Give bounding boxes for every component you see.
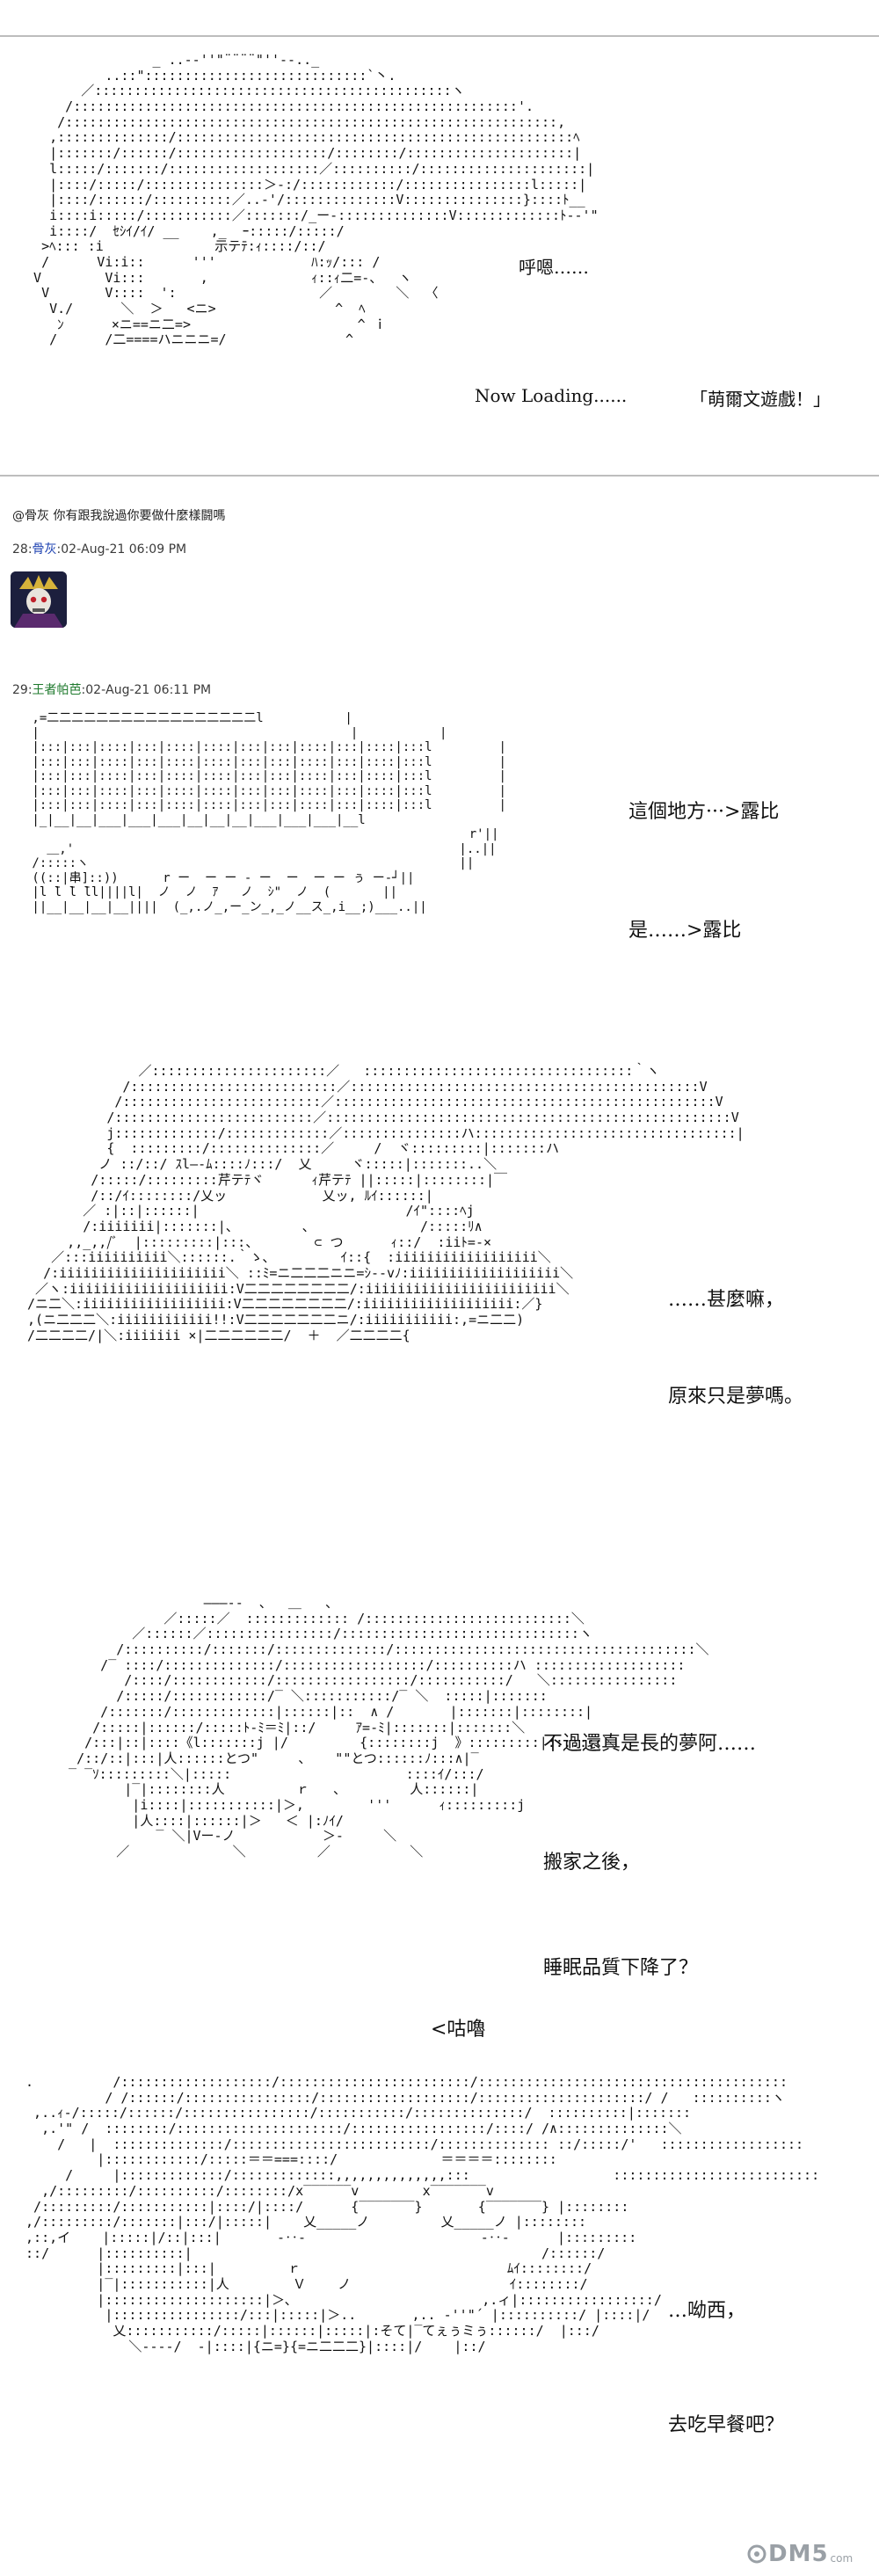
panel-wake: ／::::::::::::::::::::::／ :::::::::::::::… <box>0 1063 879 1587</box>
section-divider <box>0 475 879 477</box>
post-29-author-link[interactable]: 王者帕芭 <box>32 683 82 697</box>
panel3-caption-sleep: 睡眠品質下降了？ <box>543 1957 699 1979</box>
quote-line: @骨灰 你有跟我說過你要做什麼樣闘嗎 <box>12 509 226 523</box>
panel2-caption-dream: 原來只是夢嗎。 <box>668 1386 804 1408</box>
panel3-caption-moving: 搬家之後， <box>543 1852 641 1874</box>
intro-caption-title: 「萌爾文遊戲！」 <box>690 389 831 410</box>
post-29-number: 29: <box>12 683 33 697</box>
post-29-meta: 29:王者帕芭:02-Aug-21 06:11 PM <box>12 680 211 698</box>
panel-sleepy: ―――‐- 、 ＿ 、 ／:::::／ ::::::::::::: /:::::… <box>0 1595 879 2057</box>
panel4-caption-breakfast: 去吃早餐吧？ <box>668 2414 785 2436</box>
top-divider <box>0 35 879 37</box>
post-28-time: :02-Aug-21 06:09 PM <box>56 542 187 557</box>
building-ascii-art: ,=二二二二二二二二二二二二二二二二二l | | | | |:::|:::|::… <box>32 711 506 914</box>
panel-building: ,=二二二二二二二二二二二二二二二二二l | | | | |:::|:::|::… <box>0 708 879 1046</box>
post-29-time: :02-Aug-21 06:11 PM <box>81 683 212 697</box>
panel3-caption-long-dream: 不過還真是長的夢阿…… <box>543 1733 757 1755</box>
intro-caption-loading: Now Loading...... <box>475 385 628 406</box>
panel1-caption-place: 這個地方···>露比 <box>628 801 780 823</box>
panel4-caption-yoshi: …呦西， <box>668 2300 746 2322</box>
logo-icon <box>747 2544 766 2564</box>
avatar[interactable] <box>11 571 67 628</box>
intro-caption-sigh: 呼嗯…… <box>519 257 589 278</box>
sleepy-ascii-art: ―――‐- 、 ＿ 、 ／:::::／ ::::::::::::: /:::::… <box>69 1595 709 1859</box>
intro-panel: _ ..-‐''"¨¨¨¨"''‐-.._ ..::":::::::::::::… <box>0 44 879 466</box>
watermark-suffix: com <box>830 2552 854 2565</box>
panel1-caption-is: 是……>露比 <box>628 920 742 942</box>
panel3-caption-rumble: <咕嚕 <box>431 2019 486 2041</box>
wake-ascii-art: ／::::::::::::::::::::::／ :::::::::::::::… <box>27 1063 745 1343</box>
avatar-image <box>11 571 67 628</box>
watermark-text: DM5 <box>768 2541 829 2567</box>
post-28-meta: 28:骨灰:02-Aug-21 06:09 PM <box>12 540 186 557</box>
panel2-caption-what: ……甚麼嘛， <box>668 1289 785 1311</box>
post-28-author-link[interactable]: 骨灰 <box>32 542 57 557</box>
post-28-number: 28: <box>12 542 33 557</box>
site-watermark: DM5 com <box>747 2539 870 2569</box>
breakfast-ascii-art: . /:::::::::::::::::::/:::::::::::::::::… <box>25 2074 820 2354</box>
intro-ascii-art: _ ..-‐''"¨¨¨¨"''‐-.._ ..::":::::::::::::… <box>33 52 599 348</box>
panel-breakfast: . /:::::::::::::::::::/:::::::::::::::::… <box>0 2074 879 2572</box>
